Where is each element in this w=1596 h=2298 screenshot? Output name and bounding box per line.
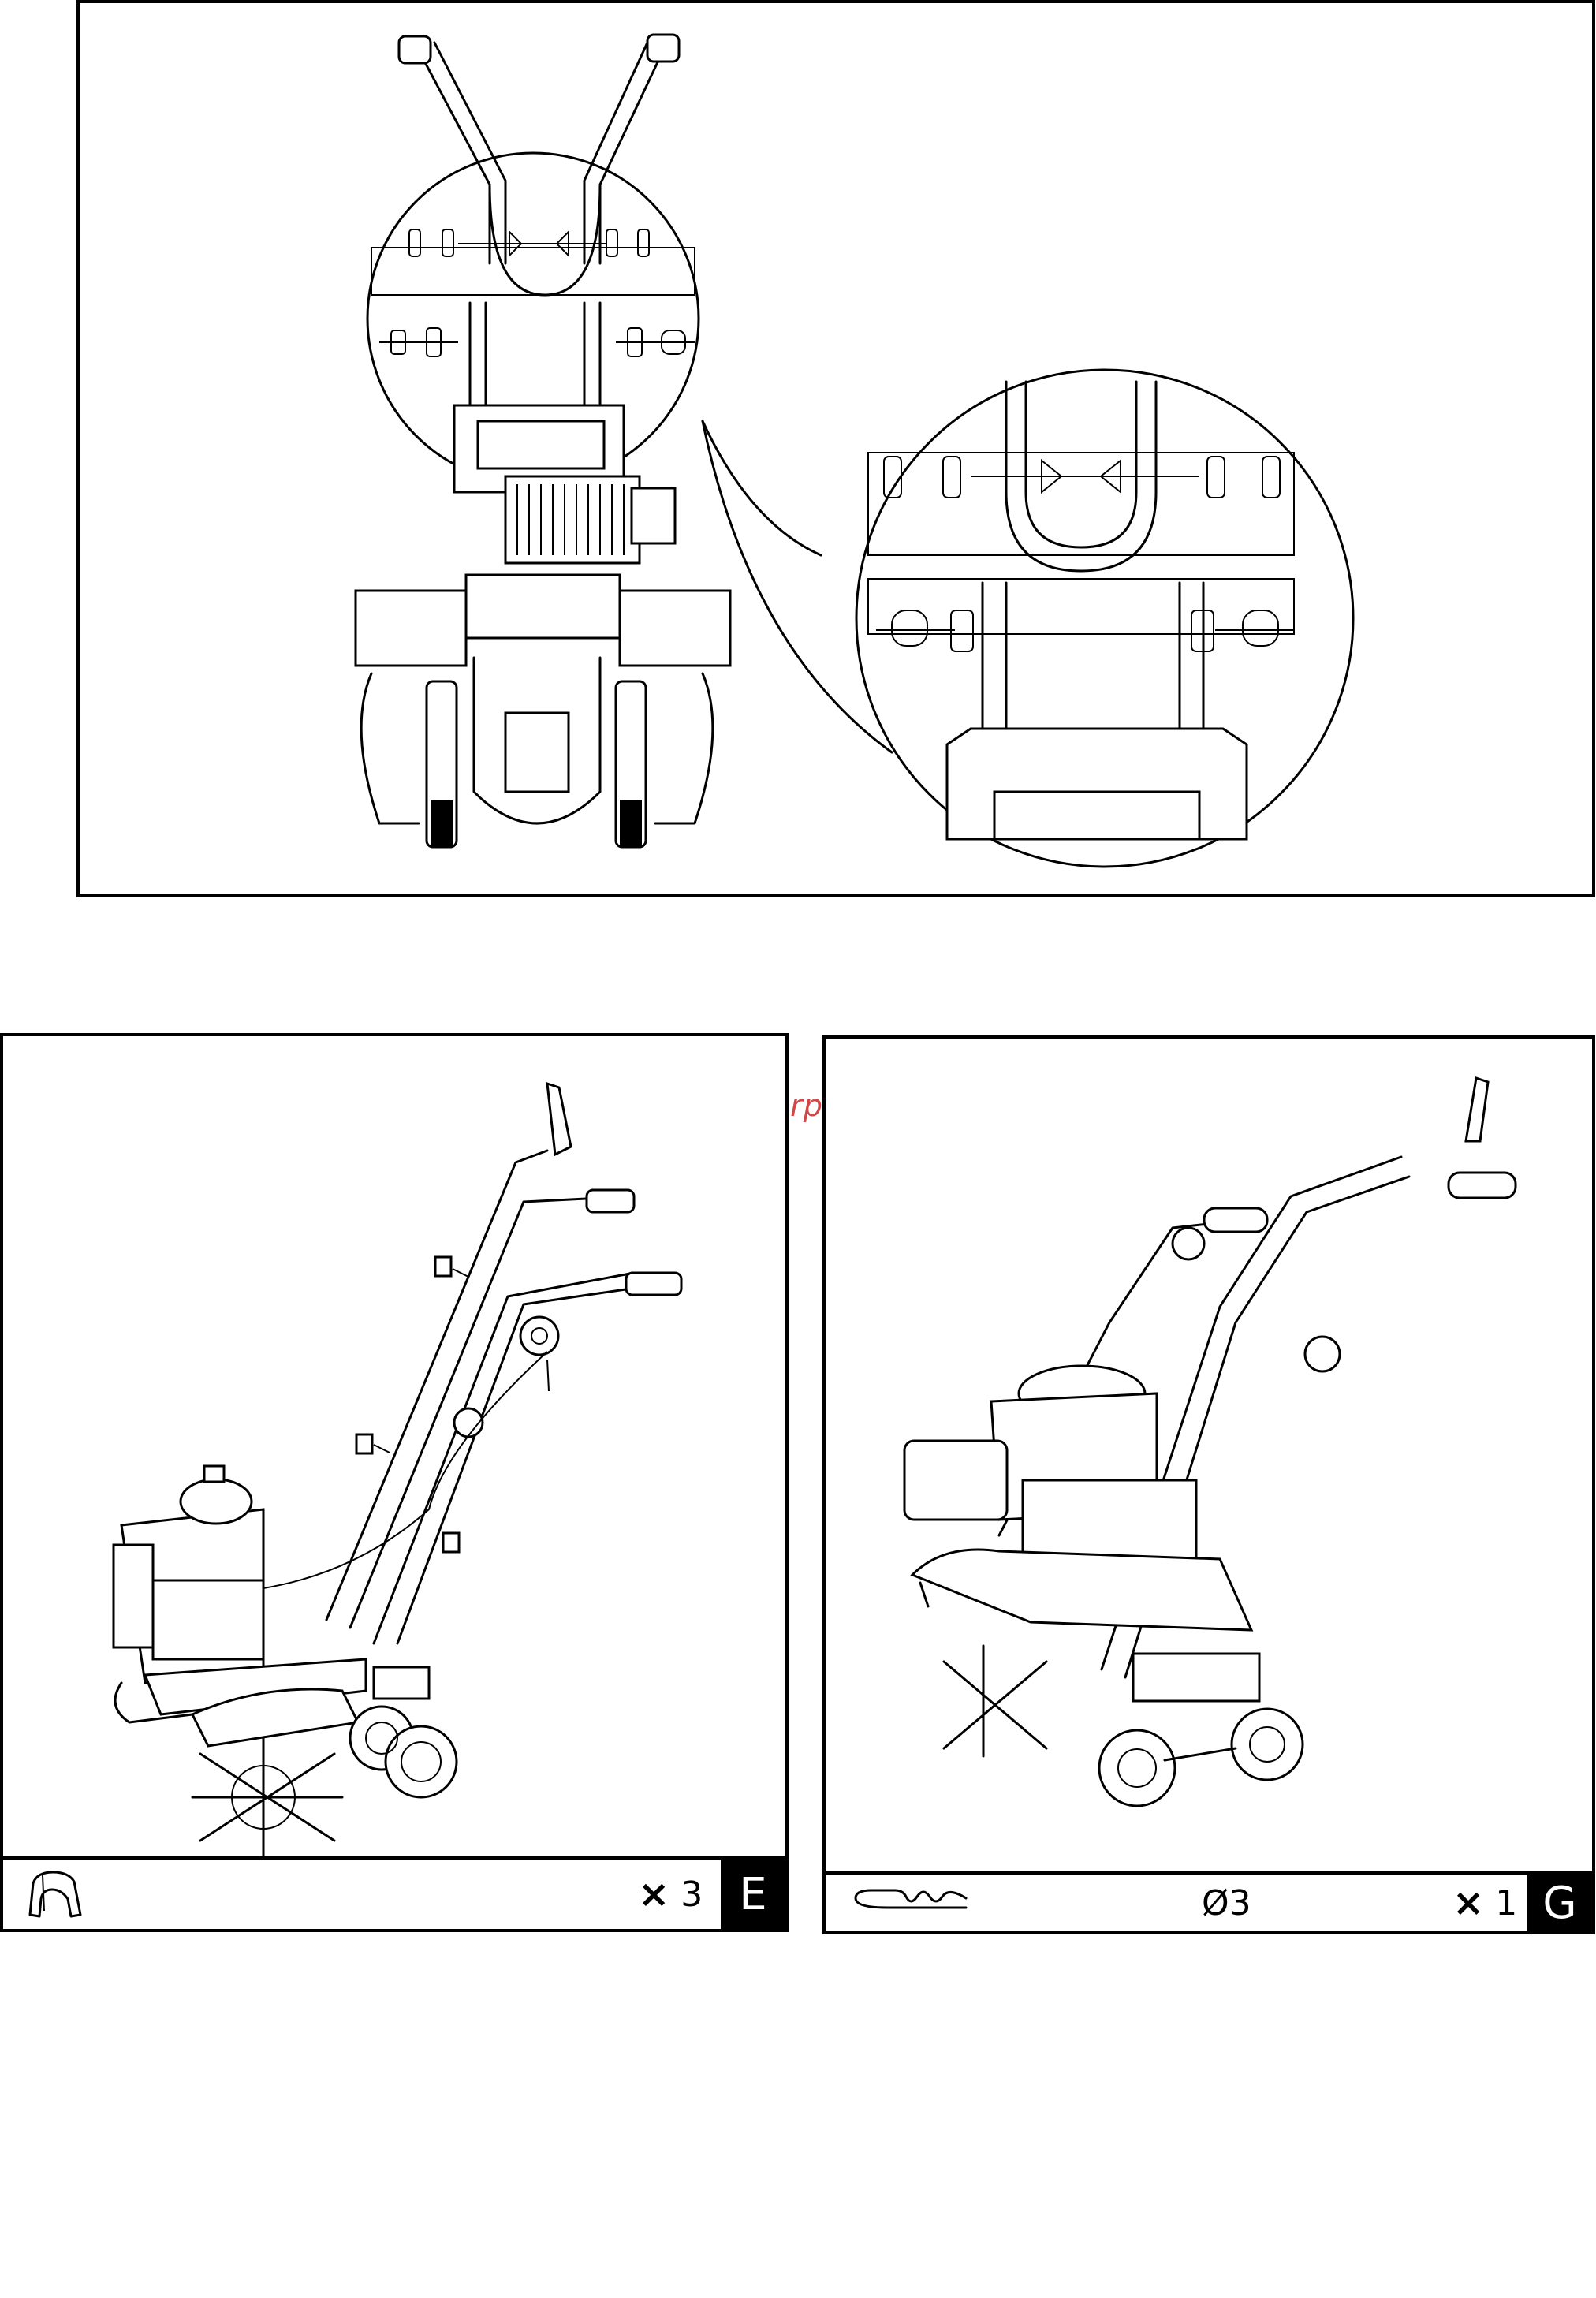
fuel-tank (904, 1441, 1007, 1520)
panel-e: × 3 E (0, 1033, 789, 1932)
panel-e-letter: E (721, 1860, 785, 1929)
quantity-value: 1 (1495, 1883, 1517, 1923)
left-tine-shield (356, 591, 466, 666)
throttle-lever (1466, 1078, 1488, 1141)
right-wheel (1232, 1709, 1303, 1780)
left-wheel (1099, 1730, 1175, 1806)
front-wheel (386, 1726, 457, 1797)
lower-grip (626, 1273, 681, 1295)
tiller-perspective-illustration-g (826, 1039, 1592, 1859)
cable-clip-3 (443, 1533, 459, 1552)
right-tine-shield (620, 591, 730, 666)
left-grip (399, 36, 431, 63)
quantity-value: 3 (681, 1875, 703, 1915)
fuel-cap (181, 1479, 252, 1524)
panel-e-footer: × 3 E (3, 1856, 785, 1929)
right-grip (1449, 1173, 1516, 1198)
right-grip (647, 35, 679, 62)
upper-grip (587, 1190, 634, 1212)
callout-line-lower (703, 421, 892, 752)
panel-g: Ø3 × 1 G (822, 1035, 1595, 1934)
panel-g-diameter: Ø3 (1202, 1875, 1251, 1931)
cable-clip-2 (356, 1434, 372, 1453)
top-diagram-panel (76, 0, 1595, 897)
handle-knob (1305, 1337, 1340, 1371)
throttle-control (520, 1317, 558, 1355)
panel-g-letter: G (1527, 1875, 1592, 1931)
panel-e-quantity: × 3 (638, 1860, 703, 1929)
cable-clip-icon (25, 1867, 88, 1923)
cable-clip-1 (435, 1257, 451, 1276)
throttle-lever (547, 1084, 571, 1155)
panel-g-quantity: × 1 (1452, 1875, 1517, 1931)
times-symbol: × (638, 1872, 669, 1916)
panel-g-footer: Ø3 × 1 G (826, 1871, 1592, 1931)
times-symbol: × (1452, 1881, 1484, 1925)
tiller-side-view-illustration-e (3, 1036, 785, 1856)
hairpin-cotter-pin-icon (848, 1884, 974, 1923)
tiller-front-view-illustration (80, 3, 1592, 894)
left-grip (1204, 1208, 1267, 1232)
